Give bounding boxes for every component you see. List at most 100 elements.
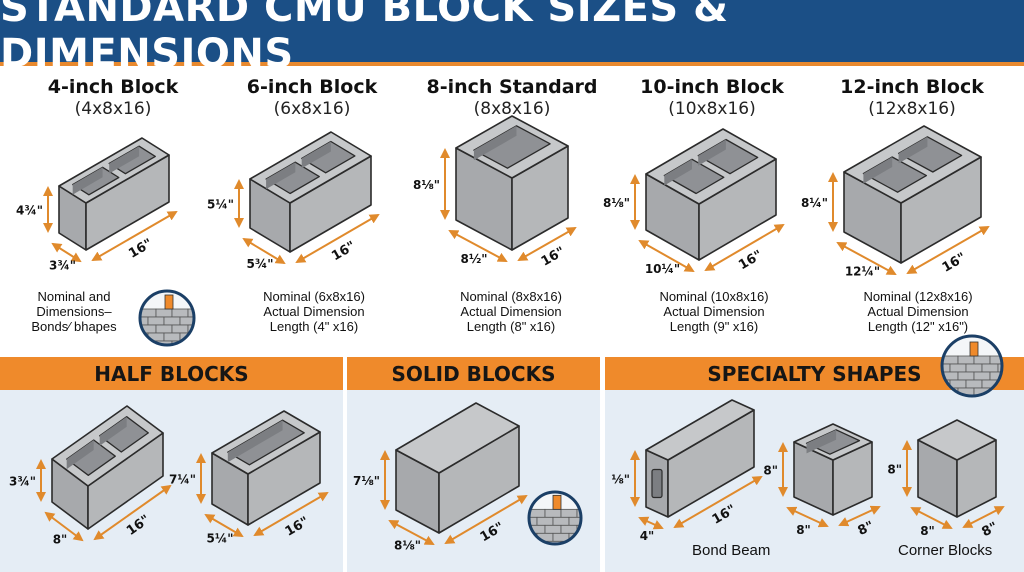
block-size: (8x8x16) (473, 99, 551, 119)
brick-icon (163, 316, 181, 326)
masonry-wall-inset-icon (521, 490, 617, 557)
height-label: ⅛" (611, 473, 630, 487)
block-core-wall (898, 136, 928, 164)
brick-icon (576, 540, 581, 544)
block-core-wall (266, 162, 296, 190)
depth-label: 10¼" (645, 262, 680, 276)
block-core-wall (473, 125, 517, 161)
length-dimension-arrow (906, 226, 990, 274)
depth-dimension-arrow (836, 242, 897, 275)
brick-icon (593, 541, 609, 549)
corner-blocks-label: Corner Blocks (898, 542, 993, 559)
brick-icon (140, 324, 141, 334)
brick-icon (957, 371, 975, 381)
block-title: 6-inch Block (246, 76, 378, 98)
brick-icon (171, 324, 189, 334)
height-label: 8¼" (801, 196, 828, 210)
brick-icon (568, 516, 581, 526)
length-label: 8" (856, 519, 877, 539)
length-dimension-arrow (295, 213, 380, 264)
block-title: 12-inch Block (840, 76, 984, 98)
length-label: 16" (126, 236, 155, 261)
brick-icon (576, 508, 581, 518)
brick-icon (1006, 388, 1022, 396)
inset-border (138, 289, 196, 347)
block-4-inch-header: 4-inch Block(4x8x16) (3, 76, 223, 120)
block-core-wall (66, 440, 94, 470)
masonry-wall-inset-icon (138, 289, 228, 357)
height-label: 8" (887, 463, 902, 477)
bond-beam-illustration: ⅛" 4" 16" (611, 399, 763, 543)
length-dimension-arrow (91, 210, 178, 262)
block-core-wall (863, 157, 893, 184)
block-title: 4-inch Block (47, 76, 179, 98)
brick-icon (155, 308, 173, 318)
brick-icon (949, 363, 967, 373)
brick-icon (593, 509, 609, 517)
brick-icon (569, 549, 585, 557)
caption-line: Bonds⁄ bhapes (31, 319, 117, 334)
block-8-inch-illustration: 8⅛"8½"16" (413, 115, 577, 270)
half-block-illustration: 3¾"8"16" (9, 405, 172, 547)
marker-icon (552, 494, 562, 510)
brick-icon (973, 371, 991, 381)
height-label: 8⅛" (603, 196, 630, 210)
brick-icon (1006, 372, 1022, 380)
depth-dimension-arrow (786, 506, 829, 528)
brick-icon (1006, 356, 1022, 364)
brick-icon (981, 395, 999, 396)
section-header: HALF BLOCKS (0, 357, 343, 390)
solid-block-illustration: 7⅛"8⅛"16" (353, 402, 528, 553)
length-dimension-arrow (962, 506, 1005, 528)
block-core-wall (227, 420, 283, 463)
block-core-wall (72, 167, 103, 195)
section-header: SOLID BLOCKS (347, 357, 600, 390)
marker-icon (969, 341, 979, 357)
brick-icon (204, 309, 220, 317)
brick-icon (957, 355, 975, 365)
caption-line: Nominal and (37, 289, 111, 304)
brick-icon (212, 333, 228, 341)
brick-icon (585, 549, 601, 557)
brick-icon (204, 325, 220, 333)
brick-icon (537, 549, 553, 557)
block-4-inch-illustration: 4¾"3¾"16" (16, 137, 178, 273)
length-dimension-arrow (253, 491, 329, 537)
brick-icon (544, 508, 562, 518)
depth-label: 5¾" (246, 257, 273, 271)
brick-icon (147, 316, 165, 326)
length-label: 16" (283, 514, 312, 540)
brick-icon (521, 549, 537, 557)
brick-icon (585, 533, 601, 541)
caption-line: Nominal (6x8x16) (263, 289, 365, 304)
block-8-inch-header: 8-inch Standard(8x8x16) (402, 76, 622, 120)
block-12-inch-illustration: 8¼"12¼"16" (801, 125, 990, 279)
depth-label: 4" (640, 529, 655, 543)
page-title: STANDARD CMU BLOCK SIZES & DIMENSIONS (0, 0, 729, 77)
brick-icon (965, 379, 983, 389)
masonry-corner-inset-icon (940, 334, 1022, 398)
brick-icon (552, 516, 570, 526)
bond-beam-channel (651, 468, 663, 499)
half-block-illustration: 7¼"5¼"16" (169, 410, 329, 546)
brick-icon (212, 349, 228, 357)
caption-line: Actual Dimension (460, 304, 562, 319)
block-top-face (395, 402, 520, 474)
inset-border (940, 334, 1004, 398)
block-title: 8-inch Standard (426, 76, 598, 98)
length-dimension-arrow (673, 475, 763, 529)
title-banner: STANDARD CMU BLOCK SIZES & DIMENSIONS (0, 0, 1024, 77)
brick-icon (942, 355, 943, 365)
caption-line: Nominal (10x8x16) (659, 289, 769, 304)
brick-icon (529, 524, 530, 534)
block-core-wall (664, 159, 692, 186)
brick-icon (601, 549, 617, 557)
brick-icon (196, 333, 212, 341)
length-label: 16" (710, 502, 739, 527)
brick-icon (942, 395, 951, 396)
block-core-wall (806, 429, 837, 454)
depth-dimension-arrow (204, 513, 244, 538)
